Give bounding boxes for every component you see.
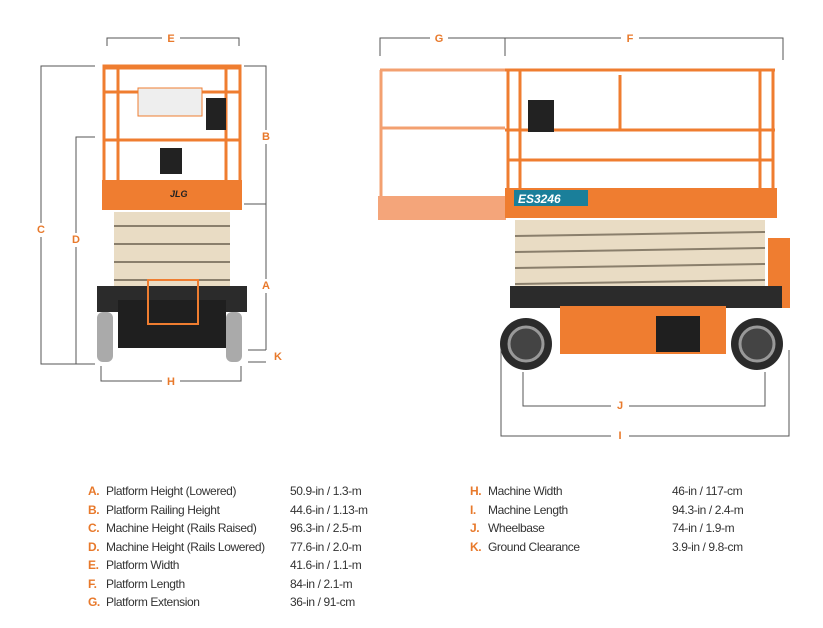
- spec-value: 96.3-in / 2.5-m: [290, 521, 362, 535]
- spec-name: Platform Extension: [106, 595, 200, 609]
- spec-letter: B.: [88, 502, 100, 517]
- spec-name: Platform Railing Height: [106, 502, 220, 517]
- es3246-logo: ES3246: [518, 192, 561, 206]
- dim-label-h: H: [167, 376, 175, 388]
- side-view-lift: ES3246: [378, 68, 790, 370]
- dim-label-d: D: [72, 234, 80, 246]
- spec-letter: K.: [470, 539, 482, 554]
- spec-value: 46-in / 117-cm: [672, 484, 743, 498]
- spec-value: 44.6-in / 1.13-m: [290, 502, 368, 517]
- spec-letter: E.: [88, 558, 99, 572]
- jlg-logo: JLG: [170, 189, 188, 199]
- spec-value: 84-in / 2.1-m: [290, 576, 353, 591]
- spec-name: Ground Clearance: [488, 539, 580, 554]
- spec-letter: A.: [88, 484, 100, 498]
- spec-value: 94.3-in / 2.4-m: [672, 502, 744, 517]
- spec-value: 50.9-in / 1.3-m: [290, 484, 362, 498]
- dim-label-c: C: [37, 224, 45, 236]
- spec-name: Wheelbase: [488, 521, 545, 535]
- spec-letter: G.: [88, 595, 100, 609]
- spec-letter: F.: [88, 576, 97, 591]
- spec-letter: I.: [470, 502, 476, 517]
- dim-label-k: K: [274, 351, 282, 363]
- dim-label-f: F: [627, 33, 634, 45]
- dim-label-j: J: [617, 400, 623, 412]
- spec-letter: H.: [470, 484, 482, 498]
- spec-value: 74-in / 1.9-m: [672, 521, 735, 535]
- spec-letter: D.: [88, 539, 100, 554]
- spec-letter: J.: [470, 521, 480, 535]
- spec-value: 77.6-in / 2.0-m: [290, 539, 362, 554]
- spec-name: Platform Length: [106, 576, 185, 591]
- spec-name: Machine Width: [488, 484, 563, 498]
- front-view-lift: JLG: [97, 64, 247, 362]
- spec-letter: C.: [88, 521, 100, 535]
- spec-name: Platform Width: [106, 558, 180, 572]
- dim-label-e: E: [167, 33, 174, 45]
- spec-name: Machine Height (Rails Lowered): [106, 539, 265, 554]
- dimension-drawing: JLG ES3246: [37, 32, 790, 442]
- spec-name: Machine Height (Rails Raised): [106, 521, 257, 535]
- spec-name: Machine Length: [488, 502, 568, 517]
- spec-value: 41.6-in / 1.1-m: [290, 558, 362, 572]
- spec-value: 3.9-in / 9.8-cm: [672, 539, 743, 554]
- dim-label-i: I: [618, 430, 621, 442]
- dim-label-b: B: [262, 131, 270, 143]
- dim-label-g: G: [435, 33, 444, 45]
- dim-label-a: A: [262, 280, 270, 292]
- spec-name: Platform Height (Lowered): [106, 484, 237, 498]
- spec-value: 36-in / 91-cm: [290, 595, 355, 609]
